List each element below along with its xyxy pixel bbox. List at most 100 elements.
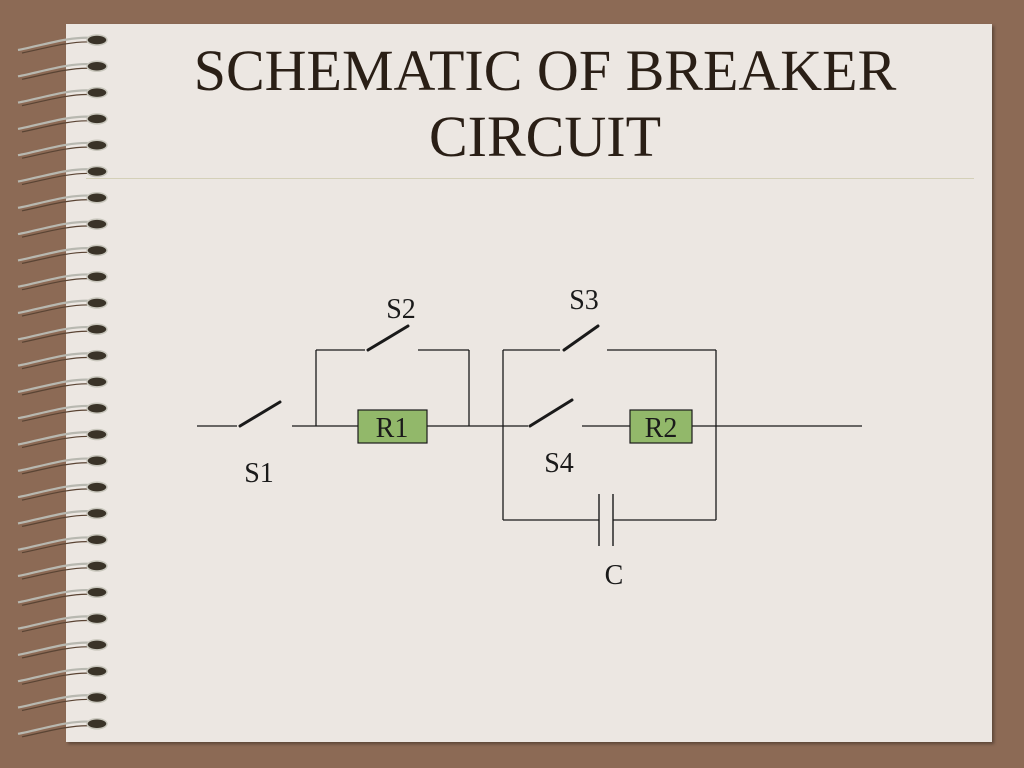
resistor-r1 — [357, 409, 428, 444]
coil-wire — [17, 220, 93, 236]
coil-shadow — [21, 541, 91, 554]
coil-shadow — [21, 356, 91, 370]
coil-shadow — [21, 330, 91, 343]
switch-s1-blade — [238, 400, 282, 428]
coil-hole — [86, 455, 108, 467]
coil-shadow — [21, 120, 91, 133]
switch-s2-blade — [366, 324, 410, 352]
switch-s4-blade — [528, 398, 574, 428]
coil-wire — [17, 457, 93, 472]
coil-shadow — [21, 278, 91, 291]
coil-hole — [86, 86, 108, 99]
coil-wire — [17, 694, 93, 709]
coil-hole — [86, 718, 108, 730]
coil-wire — [17, 299, 93, 315]
coil-wire — [17, 483, 93, 499]
coil-hole — [86, 691, 108, 704]
coil-wire — [17, 168, 93, 183]
coil-shadow — [21, 172, 91, 186]
label-s3: S3 — [569, 285, 599, 316]
label-s4: S4 — [544, 448, 574, 479]
coil-hole — [86, 34, 108, 46]
coil-shadow — [21, 409, 91, 422]
title-line-1: SCHEMATIC OF BREAKER — [193, 38, 897, 103]
label-r2: R2 — [645, 413, 678, 444]
coil-shadow — [21, 646, 91, 659]
coil-wire — [17, 89, 93, 104]
coil-shadow — [21, 462, 91, 475]
coil-shadow — [21, 698, 91, 712]
coil-wire — [17, 352, 93, 367]
coil-hole — [86, 297, 108, 309]
coil-shadow — [21, 383, 91, 396]
coil-shadow — [21, 304, 91, 317]
title-line-2: CIRCUIT — [429, 104, 661, 169]
coil-hole — [86, 376, 108, 388]
coil-wire — [17, 667, 93, 683]
coil-wire — [17, 510, 93, 525]
coil-hole — [86, 533, 108, 546]
switch-s3-blade — [562, 324, 600, 352]
coil-wire — [17, 641, 93, 656]
coil-wire — [17, 247, 93, 262]
slide-page — [66, 24, 992, 742]
coil-hole — [86, 139, 108, 151]
coil-hole — [86, 481, 108, 493]
coil-hole — [86, 507, 108, 520]
coil-shadow — [21, 619, 91, 633]
coil-wire — [17, 720, 93, 735]
coil-hole — [86, 165, 108, 178]
coil-shadow — [21, 146, 91, 159]
coil-hole — [86, 612, 108, 625]
label-s1: S1 — [244, 458, 274, 489]
coil-shadow — [21, 514, 91, 527]
label-c: C — [605, 560, 624, 591]
coil-shadow — [21, 567, 91, 580]
coil-wire — [17, 325, 93, 341]
coil-wire — [17, 62, 93, 78]
coil-shadow — [21, 67, 91, 80]
resistor-r2 — [629, 409, 693, 444]
coil-wire — [17, 194, 93, 209]
coil-shadow — [21, 93, 91, 107]
coil-shadow — [21, 593, 91, 606]
coil-shadow — [21, 251, 91, 264]
coil-shadow — [21, 435, 91, 449]
coil-hole — [86, 113, 108, 125]
coil-shadow — [21, 672, 91, 685]
coil-hole — [86, 586, 108, 599]
label-r1: R1 — [376, 413, 409, 444]
coil-hole — [86, 639, 108, 651]
coil-hole — [86, 218, 108, 230]
coil-wire — [17, 36, 93, 52]
coil-hole — [86, 244, 108, 257]
title-divider — [86, 178, 974, 179]
coil-hole — [86, 60, 108, 73]
coil-hole — [86, 665, 108, 677]
coil-hole — [86, 560, 108, 572]
coil-wire — [17, 378, 93, 393]
label-s2: S2 — [386, 294, 416, 325]
coil-hole — [86, 323, 108, 336]
coil-hole — [86, 192, 108, 204]
coil-shadow — [21, 199, 91, 212]
coil-wire — [17, 562, 93, 578]
coil-wire — [17, 273, 93, 288]
coil-shadow — [21, 41, 91, 54]
coil-hole — [86, 428, 108, 441]
coil-hole — [86, 349, 108, 362]
coil-wire — [17, 431, 93, 446]
coil-hole — [86, 402, 108, 414]
coil-wire — [17, 141, 93, 157]
coil-shadow — [21, 225, 91, 238]
coil-wire — [17, 588, 93, 604]
page-title: SCHEMATIC OF BREAKER CIRCUIT — [100, 38, 990, 170]
coil-wire — [17, 536, 93, 551]
coil-wire — [17, 404, 93, 420]
coil-hole — [86, 270, 108, 283]
coil-wire — [17, 115, 93, 130]
coil-shadow — [21, 725, 91, 738]
spiral-binding — [17, 34, 108, 738]
coil-shadow — [21, 488, 91, 501]
coil-wire — [17, 615, 93, 630]
